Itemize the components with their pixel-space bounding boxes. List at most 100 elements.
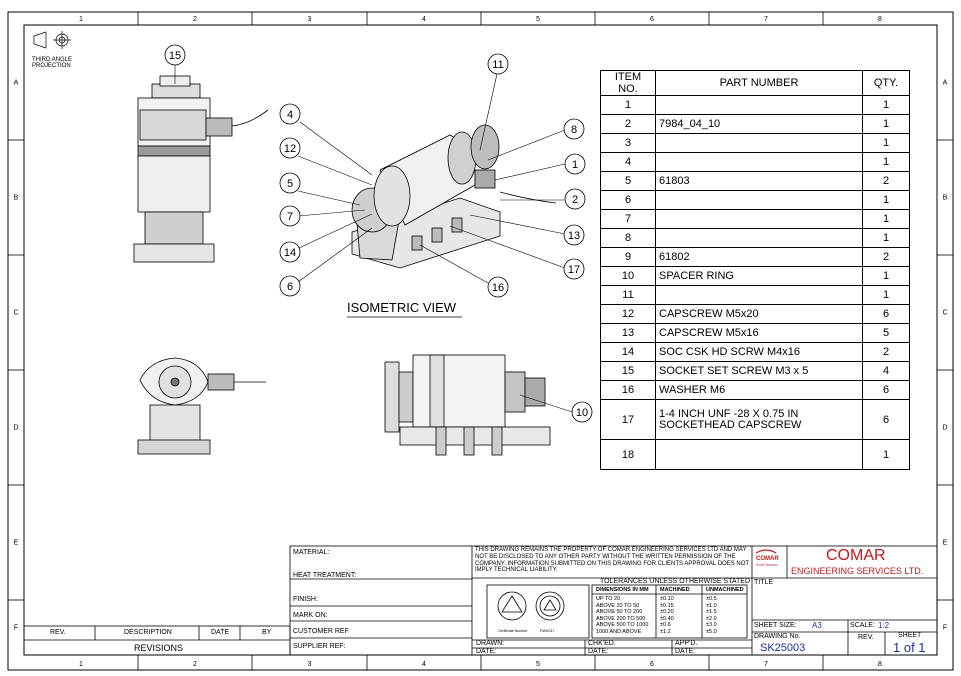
tol-machined: ±0.40	[660, 615, 674, 622]
balloon-number: 13	[568, 230, 580, 242]
bom-item-number: 3	[600, 133, 656, 153]
bom-qty: 1	[862, 285, 910, 305]
zone-column-label: 2	[193, 16, 197, 23]
bom-item-number: 5	[600, 171, 656, 191]
bom-qty: 1	[862, 133, 910, 153]
bom-part-number	[655, 209, 863, 229]
drawing-no-value: SK25003	[760, 642, 806, 654]
bom-qty: 1	[862, 439, 910, 470]
bom-qty: 2	[862, 247, 910, 267]
zone-column-label: 6	[650, 661, 654, 668]
zone-column-label: 7	[764, 16, 768, 23]
sheet-size-value: A3	[812, 621, 822, 630]
bom-part-number	[655, 95, 863, 115]
title-block-frame	[289, 545, 938, 656]
zone-column-label: 8	[878, 16, 882, 23]
bom-part-number	[655, 190, 863, 210]
tol-range: 1000 AND ABOVE	[596, 629, 642, 635]
balloon-number: 12	[284, 143, 296, 155]
bom-part-number: 1-4 INCH UNF -28 X 0.75 IN SOCKETHEAD CA…	[655, 399, 863, 440]
zone-row-label: A	[14, 80, 19, 87]
balloon-number: 6	[287, 281, 293, 293]
bom-part-number: WASHER M6	[655, 380, 863, 400]
balloon-number: 5	[287, 178, 293, 190]
bom-qty: 6	[862, 380, 910, 400]
balloon-6: 6	[279, 275, 301, 297]
bom-part-number: 61802	[655, 247, 863, 267]
revisions-header-description: DESCRIPTION	[124, 629, 172, 636]
logo-text: COMAR	[756, 556, 779, 562]
isometric-view-caption: ISOMETRIC VIEW	[347, 300, 457, 315]
sheet-size-label: SHEET SIZE:	[754, 622, 797, 629]
material-label: MATERIAL:	[293, 549, 330, 556]
tol-unmachined: ±3.0	[706, 622, 717, 629]
zone-column-label: 3	[308, 16, 312, 23]
balloon-number: 16	[492, 282, 504, 294]
bom-header-part: PART NUMBER	[655, 70, 863, 96]
bom-qty: 4	[862, 361, 910, 381]
revisions-header-date: DATE	[211, 629, 230, 636]
tol-header-dimensions: DIMENSIONS IN MM	[596, 587, 649, 593]
zone-column-label: 4	[422, 661, 426, 668]
balloon-2: 2	[564, 188, 586, 210]
heat-treatment-label: HEAT TREATMENT:	[293, 572, 357, 579]
bom-item-number: 11	[600, 285, 656, 305]
bom-part-number: SPACER RING	[655, 266, 863, 286]
tol-unmachined: ±1.0	[706, 602, 717, 609]
tol-unmachined: ±0.5	[706, 596, 717, 602]
supplier-ref-label: SUPPLIER REF:	[293, 643, 346, 650]
checked-label: CHK'ED.	[588, 640, 616, 647]
sheet-label: SHEET	[898, 632, 922, 639]
property-notice: THIS DRAWING REMAINS THE PROPERTY OF COM…	[475, 547, 749, 574]
mark-on-label: MARK ON:	[293, 612, 328, 619]
rev-label: REV.	[858, 634, 874, 641]
balloon-13: 13	[563, 224, 585, 246]
leader-lines	[174, 64, 573, 413]
balloon-number: 15	[169, 50, 181, 62]
bom-item-number: 16	[600, 380, 656, 400]
bom-part-number	[655, 152, 863, 172]
tol-machined: ±0.15	[660, 602, 674, 609]
tol-range: ABOVE 20 TO 50	[596, 602, 640, 609]
tol-machined: ±1.2	[660, 629, 671, 635]
zone-column-label: 5	[536, 661, 540, 668]
balloon-16: 16	[487, 276, 509, 298]
bom-part-number: CAPSCREW M5x20	[655, 304, 863, 324]
bom-qty: 2	[862, 171, 910, 191]
tol-machined: ±0.6	[660, 622, 671, 629]
bom-qty: 1	[862, 95, 910, 115]
tol-machined: ±0.10	[660, 596, 674, 602]
balloon-number: 1	[572, 159, 578, 171]
scale-value: 1:2	[878, 621, 890, 630]
balloon-number: 7	[287, 211, 293, 223]
revisions-table-frame	[23, 625, 291, 656]
balloon-7: 7	[279, 205, 301, 227]
bom-item-number: 4	[600, 152, 656, 172]
bom-qty: 1	[862, 152, 910, 172]
bom-item-number: 10	[600, 266, 656, 286]
bom-item-number: 6	[600, 190, 656, 210]
drawing-no-label: DRAWING No.	[754, 633, 801, 640]
zone-column-label: 3	[308, 661, 312, 668]
bom-item-number: 2	[600, 114, 656, 134]
bom-part-number: 61803	[655, 171, 863, 191]
bom-item-number: 13	[600, 323, 656, 343]
finish-label: FINISH:	[293, 596, 318, 603]
balloon-number: 8	[571, 124, 577, 136]
title-label: TITLE	[754, 579, 774, 586]
bom-item-number: 1	[600, 95, 656, 115]
zone-column-label: 2	[193, 661, 197, 668]
balloon-10: 10	[571, 401, 593, 423]
zone-row-label: E	[943, 540, 948, 547]
isometric-view	[351, 124, 557, 269]
